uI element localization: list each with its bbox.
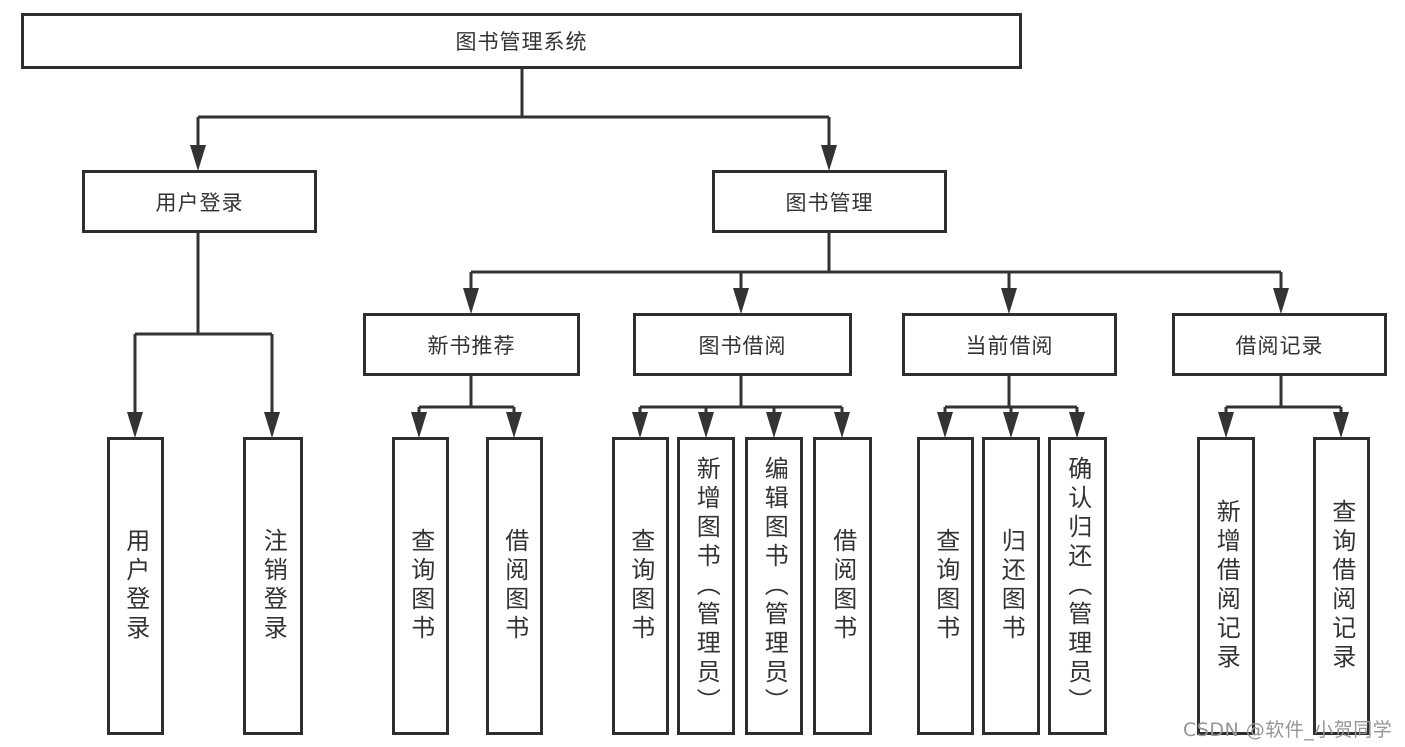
- arrowhead-icon: [834, 412, 850, 438]
- leaf-user-login: 用户登录: [107, 437, 164, 735]
- arrowhead-icon: [937, 412, 953, 438]
- arrowhead-icon: [1273, 288, 1289, 314]
- arrowhead-icon: [264, 412, 280, 438]
- arrowhead-icon: [127, 412, 143, 438]
- arrowhead-icon: [411, 412, 427, 438]
- leaf-query-borrow-record: 查询借阅记录: [1313, 437, 1370, 735]
- arrowhead-icon: [1069, 412, 1085, 438]
- node-user-login: 用户登录: [82, 170, 317, 233]
- arrowhead-icon: [1218, 412, 1234, 438]
- arrowhead-icon: [632, 412, 648, 438]
- leaf-confirm-return-admin: 确认归还（管理员）: [1048, 437, 1107, 735]
- arrowheads-group: [127, 145, 1349, 438]
- arrowhead-icon: [1003, 412, 1019, 438]
- leaf-query-books-recommend: 查询图书: [392, 437, 449, 735]
- csdn-watermark: CSDN @软件_小贺同学: [1183, 719, 1393, 741]
- arrowhead-icon: [190, 145, 206, 171]
- leaf-query-books-borrow: 查询图书: [612, 437, 669, 735]
- arrowhead-icon: [821, 145, 837, 171]
- arrowhead-icon: [766, 412, 782, 438]
- leaf-logout: 注销登录: [243, 437, 303, 735]
- arrowhead-icon: [698, 412, 714, 438]
- node-root: 图书管理系统: [21, 13, 1022, 69]
- node-new-book-recommend: 新书推荐: [363, 313, 580, 376]
- leaf-borrow-books-borrow: 借阅图书: [813, 437, 872, 735]
- arrowhead-icon: [733, 288, 749, 314]
- arrowhead-icon: [463, 288, 479, 314]
- arrowhead-icon: [1333, 412, 1349, 438]
- node-current-borrow: 当前借阅: [902, 313, 1117, 376]
- node-borrow-records: 借阅记录: [1172, 313, 1387, 376]
- arrowhead-icon: [506, 412, 522, 438]
- leaf-borrow-books-recommend: 借阅图书: [486, 437, 543, 735]
- node-book-management: 图书管理: [712, 170, 947, 233]
- leaf-add-borrow-record: 新增借阅记录: [1197, 437, 1255, 735]
- leaf-return-books: 归还图书: [982, 437, 1040, 735]
- arrowhead-icon: [1001, 288, 1017, 314]
- node-book-borrow: 图书借阅: [633, 313, 852, 376]
- leaf-add-books-admin: 新增图书（管理员）: [677, 437, 735, 735]
- leaf-edit-books-admin: 编辑图书（管理员）: [745, 437, 803, 735]
- leaf-query-books-current: 查询图书: [917, 437, 974, 735]
